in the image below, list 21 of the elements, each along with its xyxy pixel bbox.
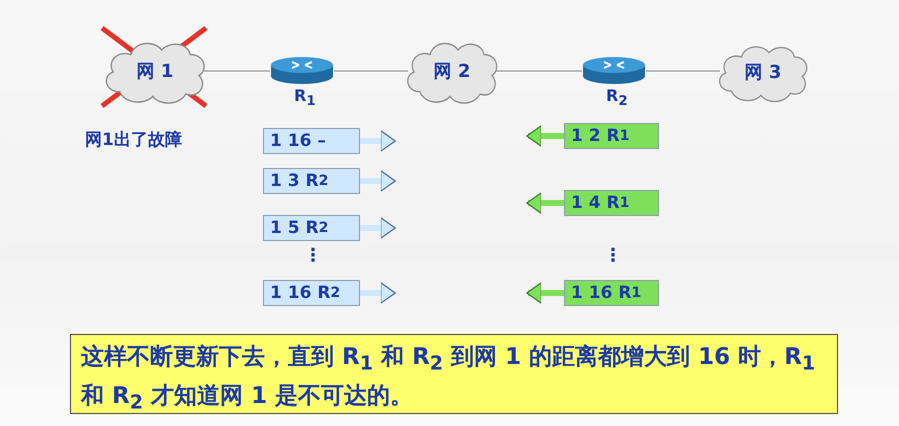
router-label: R$_{1}$ [294, 86, 316, 110]
block-arrow [526, 125, 564, 147]
link-line [496, 70, 582, 72]
network-label: 网 3 [744, 60, 782, 84]
block-arrow [360, 282, 396, 304]
link-line [646, 70, 720, 72]
ellipsis-mark: ⋮ [304, 245, 322, 266]
link-line [334, 70, 408, 72]
note-box: 这样不断更新下去，直到 R$_{1}$ 和 R$_{2}$ 到网 1 的距离都增大到 16 时，R$_{1}$ 和 R$_{2}$ 才知道网 1 是不可达的。 [70, 334, 838, 414]
caption-text: 网1出了故障 [85, 129, 182, 151]
network-label: 网 1 [136, 60, 174, 83]
block-arrow [360, 170, 396, 192]
router-label: R$_{2}$ [606, 86, 628, 110]
link-line [204, 70, 270, 72]
block-arrow [526, 282, 564, 304]
block-arrow [360, 217, 396, 239]
ellipsis-mark: ⋮ [604, 245, 622, 266]
block-arrow [360, 130, 396, 152]
block-arrow [526, 192, 564, 214]
network-label: 网 2 [434, 60, 470, 83]
route-entry: 1 16 – [263, 128, 360, 154]
